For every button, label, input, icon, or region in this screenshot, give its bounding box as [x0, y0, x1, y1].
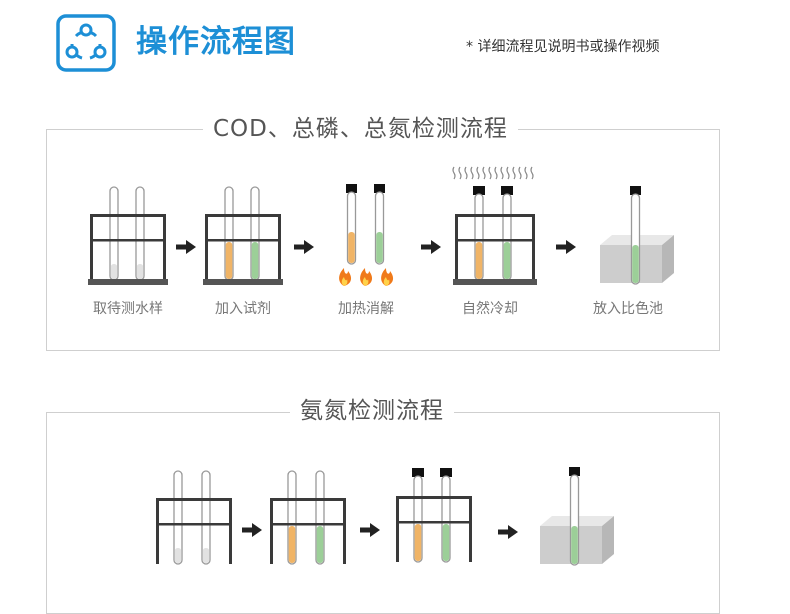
- flame-icon: [360, 268, 373, 286]
- page-title: 操作流程图: [136, 24, 296, 60]
- arrow-right-icon: [294, 240, 314, 254]
- heating-digestion-illustration: [339, 184, 394, 286]
- rack-reagent-illustration: [203, 186, 283, 285]
- steam-icon: [452, 166, 534, 180]
- arrow-right-icon: [498, 525, 518, 539]
- step-label: 自然冷却: [462, 301, 518, 317]
- step-label: 加入试剂: [215, 301, 271, 317]
- step-label: 取待测水样: [93, 301, 163, 317]
- arrow-right-icon: [176, 240, 196, 254]
- rack-sample-illustration: [156, 470, 232, 565]
- rack-reagent-illustration: [270, 470, 346, 565]
- colorimeter-cell-illustration: [540, 467, 614, 566]
- rack-capped-illustration: [396, 468, 472, 563]
- ammonia-panel: [46, 412, 720, 614]
- colorimeter-cell-illustration: [600, 186, 674, 285]
- arrow-right-icon: [360, 523, 380, 537]
- ammonia-panel-title: 氨氮检测流程: [290, 396, 454, 426]
- step-label: 放入比色池: [593, 301, 663, 317]
- step-label: 加热消解: [338, 301, 394, 317]
- natural-cooling-illustration: [452, 166, 537, 285]
- arrow-right-icon: [556, 240, 576, 254]
- flame-icon: [381, 268, 394, 286]
- arrow-right-icon: [421, 240, 441, 254]
- process-logo-icon: [56, 14, 116, 72]
- cod-panel-title: COD、总磷、总氮检测流程: [203, 114, 518, 144]
- flame-icon: [339, 268, 352, 286]
- header-note: * 详细流程见说明书或操作视频: [466, 39, 660, 55]
- arrow-right-icon: [242, 523, 262, 537]
- rack-sample-illustration: [88, 186, 168, 285]
